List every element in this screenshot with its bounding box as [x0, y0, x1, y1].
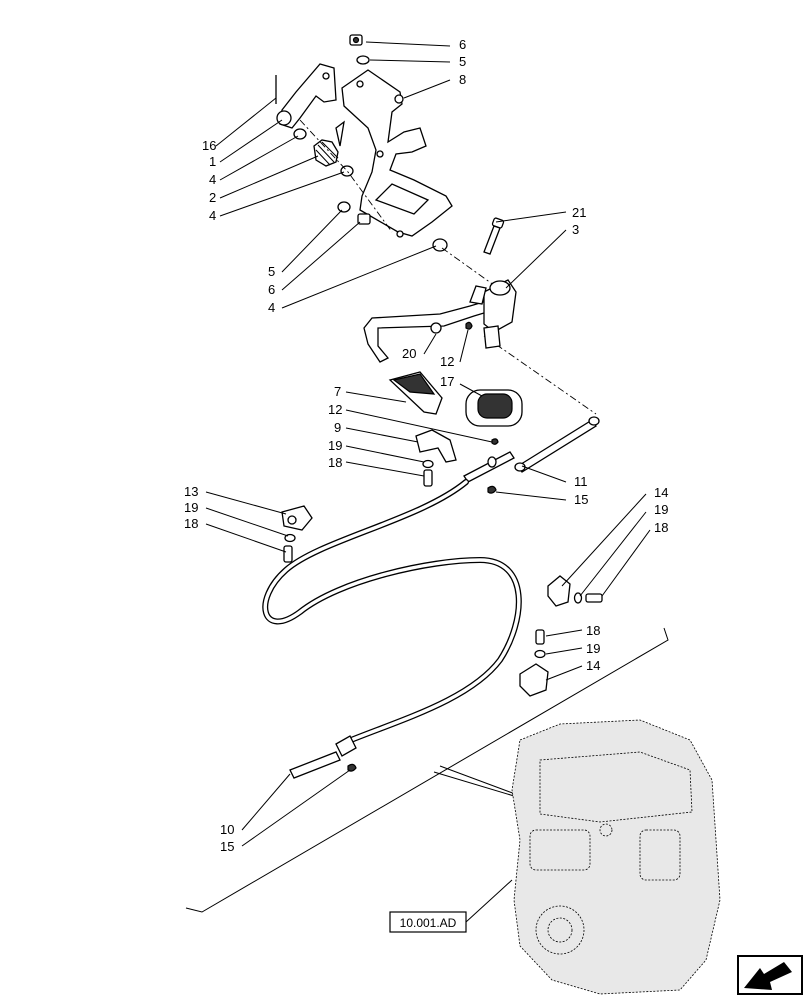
callout-15-b: 15	[220, 839, 234, 854]
washer-19-c	[573, 592, 583, 604]
callout-6-mid: 6	[268, 282, 275, 297]
callout-11: 11	[574, 474, 588, 489]
throttle-cable-10	[262, 479, 522, 779]
leader-lines	[205, 41, 651, 847]
callout-14-b: 14	[586, 658, 600, 673]
callout-18-d: 18	[586, 623, 600, 638]
callout-8: 8	[459, 72, 466, 87]
callout-14-a: 14	[654, 485, 668, 500]
bushing-4-b	[340, 165, 354, 177]
engine-illustration	[511, 719, 721, 995]
clamp-14-b	[519, 663, 549, 697]
callout-17: 17	[440, 374, 454, 389]
callout-9: 9	[334, 420, 341, 435]
cable-bracket-9	[415, 429, 457, 463]
callout-21: 21	[572, 205, 586, 220]
callout-18-c: 18	[654, 520, 668, 535]
reference-label: 10.001.AD	[400, 916, 457, 930]
bolt-6-top	[349, 34, 363, 46]
callout-19-d: 19	[586, 641, 600, 656]
callout-4-c: 4	[268, 300, 275, 315]
callout-18-b: 18	[184, 516, 198, 531]
callout-12-a: 12	[440, 354, 454, 369]
bolt-6-mid	[357, 213, 371, 225]
pedal-shaft-3	[363, 279, 517, 363]
callouts: 6 5 8 16 1 4 2 4 5 6 4 21 3 20 12 17 7 1…	[184, 37, 668, 854]
nut-20	[430, 322, 442, 334]
callout-7: 7	[334, 384, 341, 399]
cable-end-upper	[463, 451, 515, 483]
callout-4-b: 4	[209, 208, 216, 223]
callout-15-a: 15	[574, 492, 588, 507]
callout-18-a: 18	[328, 455, 342, 470]
callout-1: 1	[209, 154, 216, 169]
next-page-arrow-icon[interactable]	[737, 955, 803, 995]
bolt-18-b	[283, 545, 293, 563]
callout-3: 3	[572, 222, 579, 237]
lever-1	[276, 63, 337, 129]
callout-19-b: 19	[184, 500, 198, 515]
callout-6-top: 6	[459, 37, 466, 52]
callout-20: 20	[402, 346, 416, 361]
callout-5-mid: 5	[268, 264, 275, 279]
bolt-21	[483, 217, 505, 255]
clip-15-a	[487, 485, 497, 494]
clip-12-a	[465, 321, 473, 330]
rod-11	[514, 416, 600, 473]
pedal-pad-7	[388, 371, 443, 415]
callout-13: 13	[184, 484, 198, 499]
callout-19-a: 19	[328, 438, 342, 453]
washer-19-d	[534, 649, 546, 659]
callout-4-a: 4	[209, 172, 216, 187]
callout-5-top: 5	[459, 54, 466, 69]
pedal-cover-17	[465, 389, 523, 427]
callout-16: 16	[202, 138, 216, 153]
callout-12-b: 12	[328, 402, 342, 417]
pedal-bracket-8	[341, 69, 453, 238]
callout-19-c: 19	[654, 502, 668, 517]
spring-2	[313, 120, 345, 167]
bolt-18-a	[423, 469, 433, 487]
bolt-18-d	[535, 629, 545, 645]
washer-5-top	[356, 55, 370, 65]
washer-19-a	[422, 459, 434, 469]
bolt-18-c	[585, 593, 603, 603]
washer-5-mid	[337, 201, 351, 213]
callout-2: 2	[209, 190, 216, 205]
bushing-4-c	[432, 238, 448, 252]
reference-box[interactable]: 10.001.AD	[389, 879, 513, 933]
clamp-13	[281, 505, 313, 531]
clip-12-b	[491, 438, 499, 445]
callout-10: 10	[220, 822, 234, 837]
